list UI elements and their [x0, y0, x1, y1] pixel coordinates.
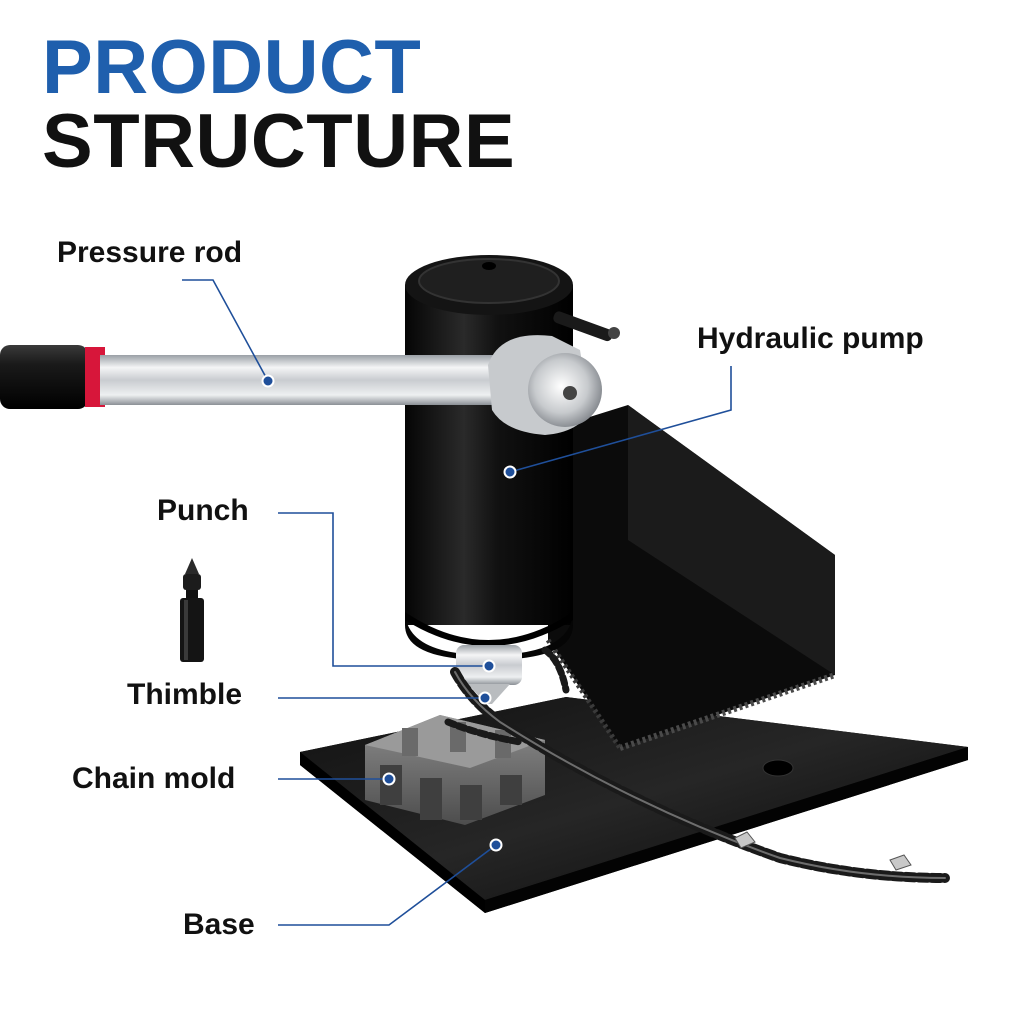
leader-dot-pressure-rod — [261, 374, 275, 388]
label-hydraulic-pump: Hydraulic pump — [697, 322, 924, 355]
title-line-2: STRUCTURE — [42, 99, 516, 184]
title-line-1: PRODUCT — [42, 25, 422, 110]
leader-line-pressure-rod — [182, 279, 269, 382]
leader-line-hydraulic-pump — [509, 366, 732, 473]
leader-dot-chain-mold — [382, 772, 396, 786]
label-chain-mold: Chain mold — [72, 762, 236, 795]
support-bracket — [545, 405, 836, 751]
spare-punch — [180, 558, 204, 662]
leader-dot-hydraulic-pump — [503, 465, 517, 479]
leader-dot-punch — [482, 659, 496, 673]
label-thimble: Thimble — [127, 678, 243, 711]
saw-chain — [444, 646, 950, 883]
leader-dot-base — [489, 838, 503, 852]
chain-mold — [365, 715, 545, 825]
label-pressure-rod: Pressure rod — [57, 236, 243, 269]
leader-line-base — [278, 844, 497, 926]
leader-dot-thimble — [478, 691, 492, 705]
pivot-knuckle — [488, 335, 602, 435]
chain-cutter-teeth — [734, 831, 912, 871]
leader-line-punch — [278, 512, 489, 667]
label-base: Base — [183, 908, 255, 941]
leader-lines — [182, 279, 732, 926]
leader-dots — [261, 374, 517, 852]
label-punch: Punch — [157, 494, 249, 527]
